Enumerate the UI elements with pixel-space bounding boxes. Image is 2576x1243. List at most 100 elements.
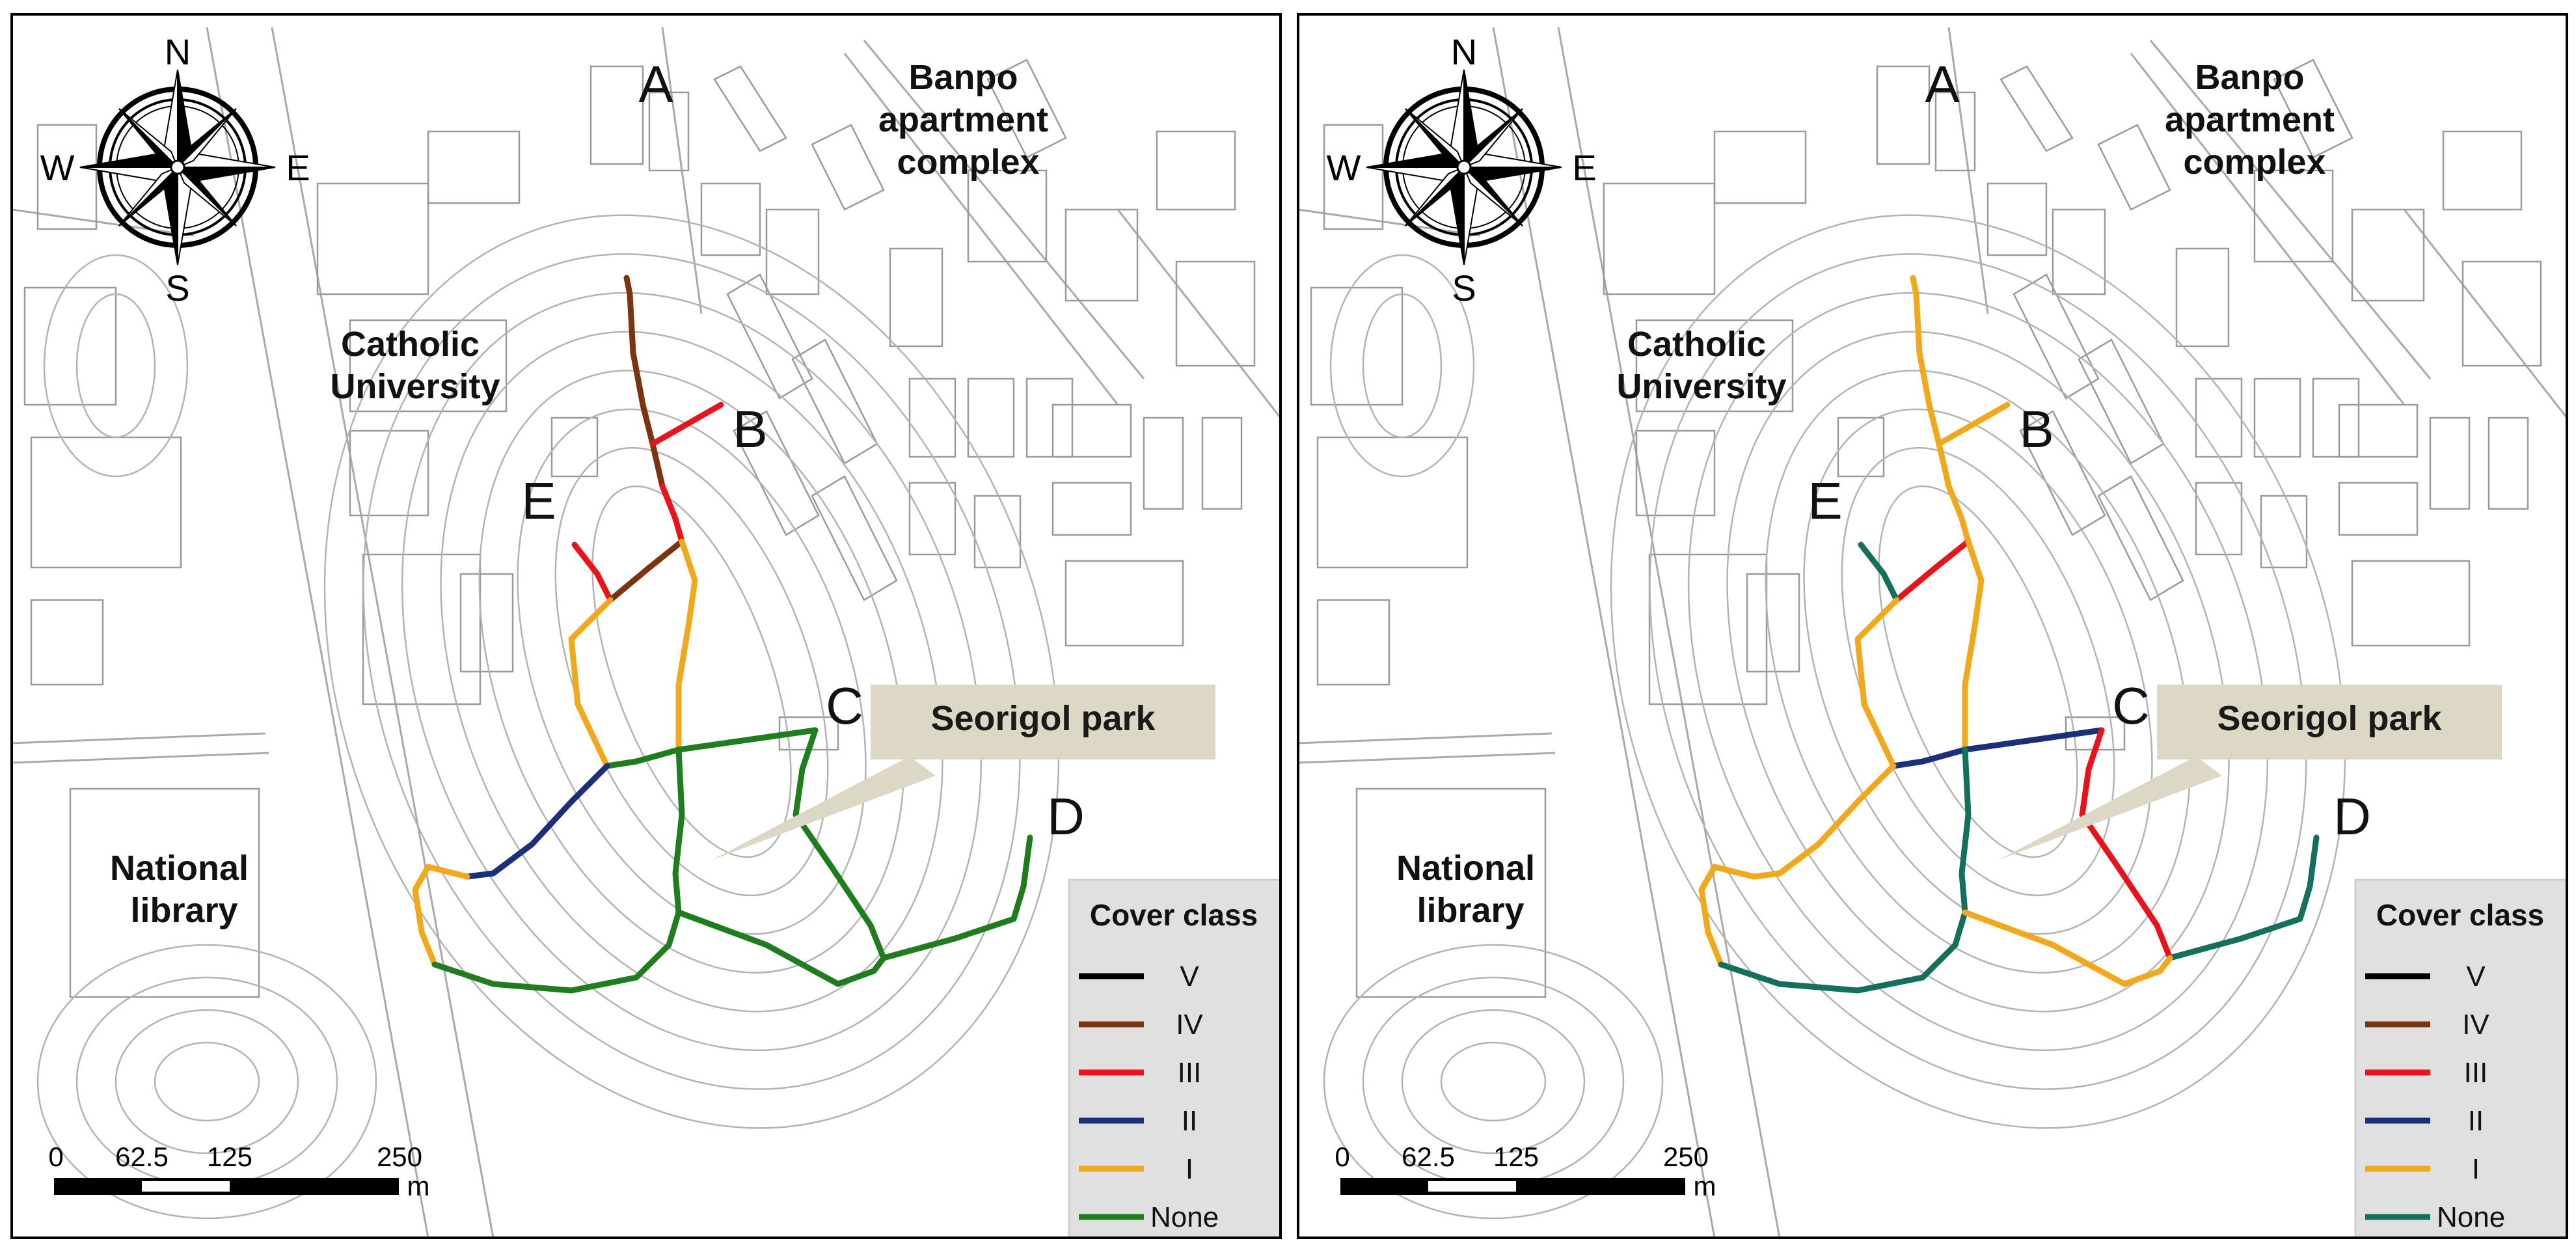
legend-label: None — [1150, 1201, 1219, 1233]
legend-label: None — [2437, 1201, 2505, 1233]
segment-south-path[interactable] — [431, 909, 682, 994]
point-label-e: E — [521, 472, 556, 530]
point-label-c: C — [826, 677, 863, 735]
national-library-label: National library — [1396, 849, 1545, 930]
map-frame: Seorigol park A B C D E Catholic Univers… — [1298, 14, 2567, 1238]
legend-title: Cover class — [2376, 898, 2544, 932]
scale-bar: 0 62.5 125 250 m — [48, 1141, 429, 1201]
segment-cross-link[interactable] — [1962, 909, 2173, 987]
segment-west-junction-to-sw[interactable] — [464, 763, 610, 880]
segment-b-to-fork[interactable] — [1946, 483, 1972, 545]
segment-east-to-d[interactable] — [880, 834, 1033, 961]
banpo-line3: complex — [2183, 143, 2325, 182]
segment-junction-to-c[interactable] — [675, 727, 819, 753]
park-label: Seorigol park — [930, 699, 1156, 738]
banpo-line3: complex — [897, 143, 1039, 182]
segment-west-junction-to-sw[interactable] — [1750, 763, 1897, 880]
segment-cross-link[interactable] — [675, 909, 887, 987]
catholic-university-label: Catholic University — [330, 325, 500, 406]
scale-tick-0: 0 — [48, 1141, 63, 1172]
banpo-line2: apartment — [878, 100, 1048, 139]
segment-west-junction-to-middle[interactable] — [1890, 746, 1968, 769]
legend-label: II — [1182, 1105, 1197, 1137]
legend-label: IV — [2462, 1009, 2489, 1041]
segment-east-to-d[interactable] — [2167, 834, 2320, 961]
segment-e-join-to-west[interactable] — [568, 597, 614, 769]
segment-central-descent[interactable] — [672, 746, 685, 916]
map-frame: Seorigol park A B C D E Catholic Univers… — [12, 14, 1281, 1238]
scale-tick-250: 250 — [377, 1141, 422, 1172]
place-labels: A B C D E Catholic University Banpo apar… — [110, 55, 1085, 930]
point-label-d: D — [2333, 787, 2371, 845]
point-label-e: E — [1808, 472, 1842, 530]
compass-w: W — [1327, 147, 1361, 188]
national-line2: library — [1417, 891, 1524, 930]
catholic-line1: Catholic — [1627, 325, 1766, 364]
park-callout: Seorigol park — [1998, 685, 2502, 860]
compass-n: N — [165, 31, 191, 72]
legend-title: Cover class — [1090, 898, 1258, 932]
national-line2: library — [130, 891, 237, 930]
point-label-b: B — [733, 400, 767, 458]
banpo-complex-label: Banpo apartment complex — [878, 58, 1058, 182]
compass-rose-icon: N S E W — [1327, 31, 1597, 308]
segment-junction-to-c[interactable] — [1962, 727, 2105, 753]
scale-tick-62: 62.5 — [1402, 1141, 1455, 1172]
segment-e-join-to-west[interactable] — [1854, 597, 1900, 769]
segment-west-junction-to-middle[interactable] — [604, 746, 682, 769]
segment-fork-to-e-join[interactable] — [607, 538, 685, 603]
legend-label: III — [2464, 1057, 2488, 1089]
catholic-line2: University — [330, 367, 500, 406]
segment-c-to-east[interactable] — [2079, 727, 2173, 961]
compass-s: S — [1452, 267, 1476, 308]
point-label-a: A — [1925, 55, 1960, 113]
segment-c-to-east[interactable] — [793, 727, 887, 961]
segment-e-spur[interactable] — [1858, 541, 1900, 603]
segment-a-to-b[interactable] — [1910, 275, 1952, 489]
compass-w: W — [40, 147, 75, 188]
panel-left: Seorigol park A B C D E Catholic Univers… — [10, 13, 1282, 1239]
segment-central-descent[interactable] — [1959, 746, 1972, 916]
banpo-line1: Banpo — [2195, 58, 2304, 97]
trail-network — [1698, 275, 2320, 994]
segment-a-to-b[interactable] — [623, 275, 666, 489]
legend-label: V — [1180, 961, 1199, 992]
compass-e: E — [1572, 147, 1596, 188]
compass-e: E — [286, 147, 310, 188]
national-line1: National — [110, 849, 249, 888]
segment-trunk-to-junction[interactable] — [1962, 538, 1985, 753]
scale-tick-125: 125 — [207, 1141, 252, 1172]
compass-s: S — [165, 267, 189, 308]
segment-fork-to-e-join[interactable] — [1893, 538, 1972, 603]
catholic-university-label: Catholic University — [1616, 325, 1786, 406]
banpo-complex-label: Banpo apartment complex — [2165, 58, 2344, 182]
place-labels: A B C D E Catholic University Banpo apar… — [1396, 55, 2371, 930]
scale-unit: m — [1694, 1171, 1716, 1201]
national-library-label: National library — [110, 849, 258, 930]
banpo-line2: apartment — [2165, 100, 2335, 139]
scale-tick-125: 125 — [1493, 1141, 1539, 1172]
park-callout: Seorigol park — [711, 685, 1215, 860]
legend-label: IV — [1176, 1009, 1203, 1041]
segment-southwest-loop[interactable] — [1698, 864, 1757, 968]
catholic-line1: Catholic — [341, 325, 480, 364]
point-label-d: D — [1047, 787, 1085, 845]
segment-south-path[interactable] — [1718, 909, 1968, 994]
segment-southwest-loop[interactable] — [412, 864, 470, 968]
compass-rose-icon: N S E W — [40, 31, 310, 308]
segment-b-spur[interactable] — [1936, 402, 2011, 447]
catholic-line2: University — [1616, 367, 1786, 406]
point-label-c: C — [2112, 677, 2150, 735]
scale-unit: m — [407, 1171, 430, 1201]
segment-trunk-to-junction[interactable] — [675, 538, 698, 753]
scale-bar: 0 62.5 125 250 m — [1335, 1141, 1716, 1201]
legend-label: I — [1186, 1153, 1193, 1185]
segment-e-spur[interactable] — [571, 541, 614, 603]
segment-b-to-fork[interactable] — [659, 483, 685, 545]
segment-b-spur[interactable] — [649, 402, 724, 447]
scale-tick-250: 250 — [1663, 1141, 1709, 1172]
